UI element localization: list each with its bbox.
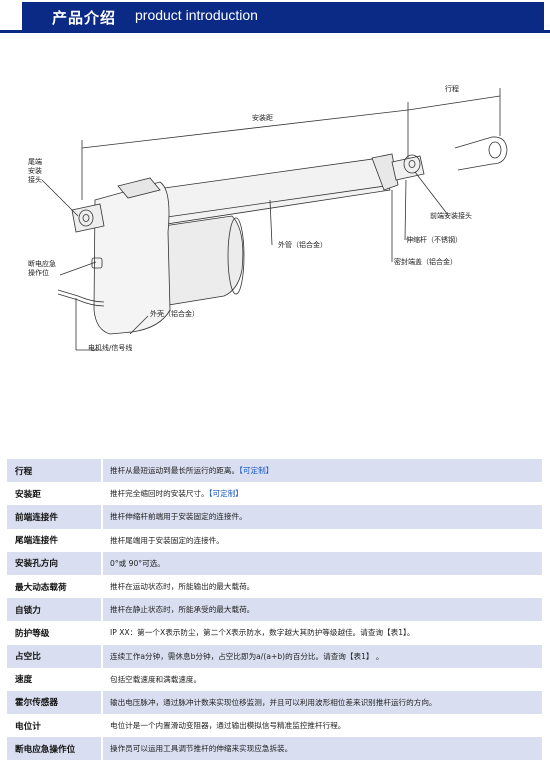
spec-desc-text: 包括空载速度和满载速度。: [110, 674, 202, 684]
spec-row: 最大动态载荷 推杆在运动状态时，所能输出的最大载荷。: [7, 574, 542, 599]
spec-desc-text: 0°或 90°可选。: [110, 558, 165, 568]
spec-name: 安装孔方向: [7, 551, 102, 575]
spec-name: 电位计: [15, 721, 41, 732]
spec-name: 最大动态载荷: [15, 582, 67, 593]
stroke-label: 行程: [445, 85, 459, 93]
spec-desc-text: 推杆尾端用于安装固定的连接件。: [110, 535, 224, 545]
spec-desc: 连续工作a分钟，需休息b分钟，占空比即为a/(a+b)的百分比。请查询【表1】 …: [101, 644, 542, 668]
spec-name: 速度: [15, 675, 33, 686]
emergency-position-label: 断电应急 操作位: [28, 260, 56, 277]
spec-desc: 输出电压脉冲，通过脉冲计数来实现位移监测，并且可以利用波形相位差来识别推杆运行的…: [101, 690, 542, 715]
spec-desc-text: 推杆在静止状态时，所能承受的最大载荷。: [110, 605, 255, 615]
spec-row: 行程推杆从最短运动到最长所运行的距离。【可定制】: [7, 459, 542, 483]
spec-desc-text: 操作员可以运用工具调节推杆的伸缩来实现应急拆装。: [110, 744, 293, 754]
spec-desc: 推杆从最短运动到最长所运行的距离。【可定制】: [101, 459, 542, 483]
spec-desc-text: 连续工作a分钟，需休息b分钟，占空比即为a/(a+b)的百分比。请查询【表1】 …: [110, 651, 384, 661]
spec-row: 安装距 推杆完全缩回时的安装尺寸。【可定制】: [7, 482, 542, 506]
spec-row: 速度 包括空载速度和满载速度。: [7, 667, 542, 691]
seal-cap-label: 密封端盖（铝合金）: [394, 258, 457, 266]
header-underline: [0, 30, 550, 33]
spec-row: 占空比连续工作a分钟，需休息b分钟，占空比即为a/(a+b)的百分比。请查询【表…: [7, 644, 542, 668]
spec-desc-text: 推杆从最短运动到最长所运行的距离。: [110, 466, 240, 476]
spec-name: 安装距: [15, 489, 41, 500]
spec-name: 行程: [7, 459, 102, 483]
spec-desc: 包括空载速度和满载速度。: [101, 667, 542, 691]
customizable-tag: 【可定制】: [208, 489, 243, 499]
spec-name: 自锁力: [7, 598, 102, 622]
housing-label: 外壳（铝合金）: [150, 310, 199, 318]
spec-desc-text: 电位计是一个内置滑动变阻器，通过输出模拟信号精准监控推杆行程。: [110, 721, 346, 731]
spec-row: 自锁力推杆在静止状态时，所能承受的最大载荷。: [7, 598, 542, 622]
section-title-cn: 产品介绍: [52, 9, 117, 27]
outer-tube-label: 外管（铝合金）: [278, 241, 327, 249]
spec-desc: 0°或 90°可选。: [101, 551, 542, 575]
spec-row: 安装孔方向 0°或 90°可选。: [7, 551, 542, 575]
spec-desc: 推杆在运动状态时，所能输出的最大载荷。: [101, 574, 542, 599]
spec-table: 行程推杆从最短运动到最长所运行的距离。【可定制】安装距推杆完全缩回时的安装尺寸。…: [7, 459, 542, 761]
section-header-bar: 产品介绍 product introduction: [22, 2, 544, 30]
customizable-tag: 【可定制】: [239, 466, 274, 476]
spec-desc: 操作员可以运用工具调节推杆的伸缩来实现应急拆装。: [101, 737, 542, 761]
spec-name: 占空比: [7, 644, 102, 668]
spec-name: 防护等级: [15, 628, 50, 639]
spec-row: 前端连接件推杆伸缩杆前端用于安装固定的连接件。: [7, 505, 542, 529]
section-header: 产品介绍 product introduction: [0, 0, 550, 33]
install-distance-label: 安装距: [252, 114, 273, 122]
extension-rod-label: 伸缩杆（不锈钢）: [406, 236, 462, 244]
cable-label: 电机线/信号线: [88, 344, 133, 352]
spec-desc-text: 推杆在运动状态时，所能输出的最大载荷。: [110, 582, 255, 592]
spec-desc: IP XX：第一个X表示防尘，第二个X表示防水，数字越大其防护等级越佳。请查询【…: [101, 621, 542, 645]
spec-name: 前端连接件: [7, 505, 102, 529]
spec-desc: 推杆尾端用于安装固定的连接件。: [101, 528, 542, 552]
spec-row: 霍尔传感器输出电压脉冲，通过脉冲计数来实现位移监测，并且可以利用波形相位差来识别…: [7, 690, 542, 715]
spec-desc-text: 推杆伸缩杆前端用于安装固定的连接件。: [110, 512, 247, 522]
spec-desc: 推杆在静止状态时，所能承受的最大载荷。: [101, 598, 542, 622]
spec-row: 防护等级 IP XX：第一个X表示防尘，第二个X表示防水，数字越大其防护等级越佳。…: [7, 621, 542, 645]
spec-desc-text: 推杆完全缩回时的安装尺寸。: [110, 489, 209, 499]
front-connector-label: 前端安装接头: [430, 212, 472, 220]
spec-row: 尾端连接件 推杆尾端用于安装固定的连接件。: [7, 528, 542, 552]
actuator-diagram: 行程 安装距 尾端 安装 接头 前端安装接头 伸缩杆（不锈钢） 密封端盖（铝合金…: [0, 40, 550, 420]
section-title-en: product introduction: [135, 7, 258, 23]
rear-connector-label: 尾端 安装 接头: [28, 158, 42, 184]
actuator-drawing: [41, 88, 508, 351]
spec-name: 霍尔传感器: [7, 690, 102, 715]
spec-desc: 推杆完全缩回时的安装尺寸。【可定制】: [101, 482, 542, 506]
spec-desc-text: IP XX：第一个X表示防尘，第二个X表示防水，数字越大其防护等级越佳。请查询【…: [110, 628, 415, 638]
spec-name: 断电应急操作位: [7, 737, 102, 761]
spec-desc: 电位计是一个内置滑动变阻器，通过输出模拟信号精准监控推杆行程。: [101, 714, 542, 738]
spec-row: 断电应急操作位操作员可以运用工具调节推杆的伸缩来实现应急拆装。: [7, 737, 542, 761]
spec-desc-text: 输出电压脉冲，通过脉冲计数来实现位移监测，并且可以利用波形相位差来识别推杆运行的…: [110, 697, 437, 707]
spec-desc: 推杆伸缩杆前端用于安装固定的连接件。: [101, 505, 542, 529]
spec-name: 尾端连接件: [15, 536, 58, 547]
spec-row: 电位计 电位计是一个内置滑动变阻器，通过输出模拟信号精准监控推杆行程。: [7, 714, 542, 738]
